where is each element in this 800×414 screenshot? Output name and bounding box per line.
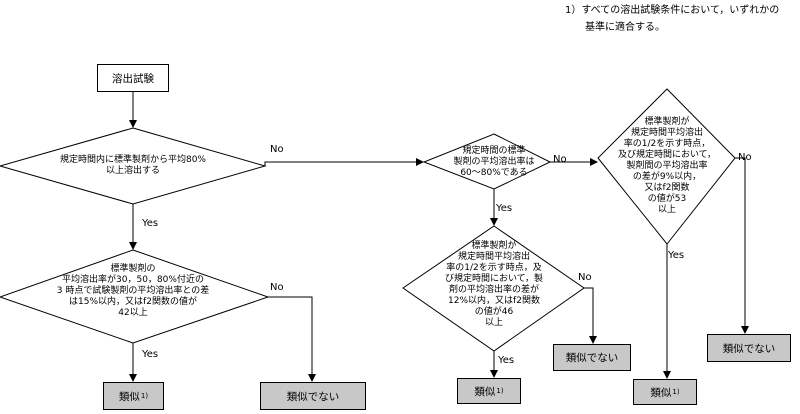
yes-label-2: Yes [142,349,159,360]
result-not-similar-1: 類似でない [260,382,366,410]
not-similar-label: 類似でない [565,352,619,364]
footnote-text: 1）すべての溶出試験条件において，いずれかの 基準に適合する。 [565,5,780,33]
similar-label: 類似 [650,386,672,399]
not-similar-label: 類似でない [286,390,340,403]
decision-1-text: 規定時間内に標準製剤から平均80% 以上溶出する [59,155,206,176]
result-not-similar-3: 類似でない [707,334,791,362]
no-label-4: No [578,272,592,283]
yes-label-5: Yes [668,250,685,261]
decision-4-text: 標準製剤が 規定時間平均溶出 率の1/2を示す時点，及 び規定時間において，製 … [444,241,544,328]
similar-label: 類似 [474,385,496,398]
no-label-5: No [738,152,752,163]
footnote-marker: 1) [672,388,680,396]
yes-label-1: Yes [142,218,159,229]
decision-2-text: 標準製剤の 平均溶出率が30，50，80%付近の 3 時点で試験製剤の平均溶出率… [56,264,210,318]
no-label-3: No [553,154,567,165]
start-label: 溶出試験 [112,72,154,85]
no-label-2: No [270,282,284,293]
footnote-marker: 1) [496,387,504,395]
decision-3-text: 規定時間の標準 製剤の平均溶出率は 60〜80%である [453,146,535,178]
decision-5-text: 標準製剤が 規定時間平均溶出 率の1/2を示す時点， 及び規定時間において， 製… [617,117,717,215]
footnote-marker: 1) [140,392,149,400]
yes-label-3: Yes [496,203,513,214]
no-label-1: No [270,144,284,155]
result-not-similar-2: 類似でない [553,344,631,371]
start-box: 溶出試験 [97,64,169,92]
yes-label-4: Yes [498,355,515,366]
not-similar-label: 類似でない [722,342,776,355]
similar-label: 類似 [118,390,140,403]
